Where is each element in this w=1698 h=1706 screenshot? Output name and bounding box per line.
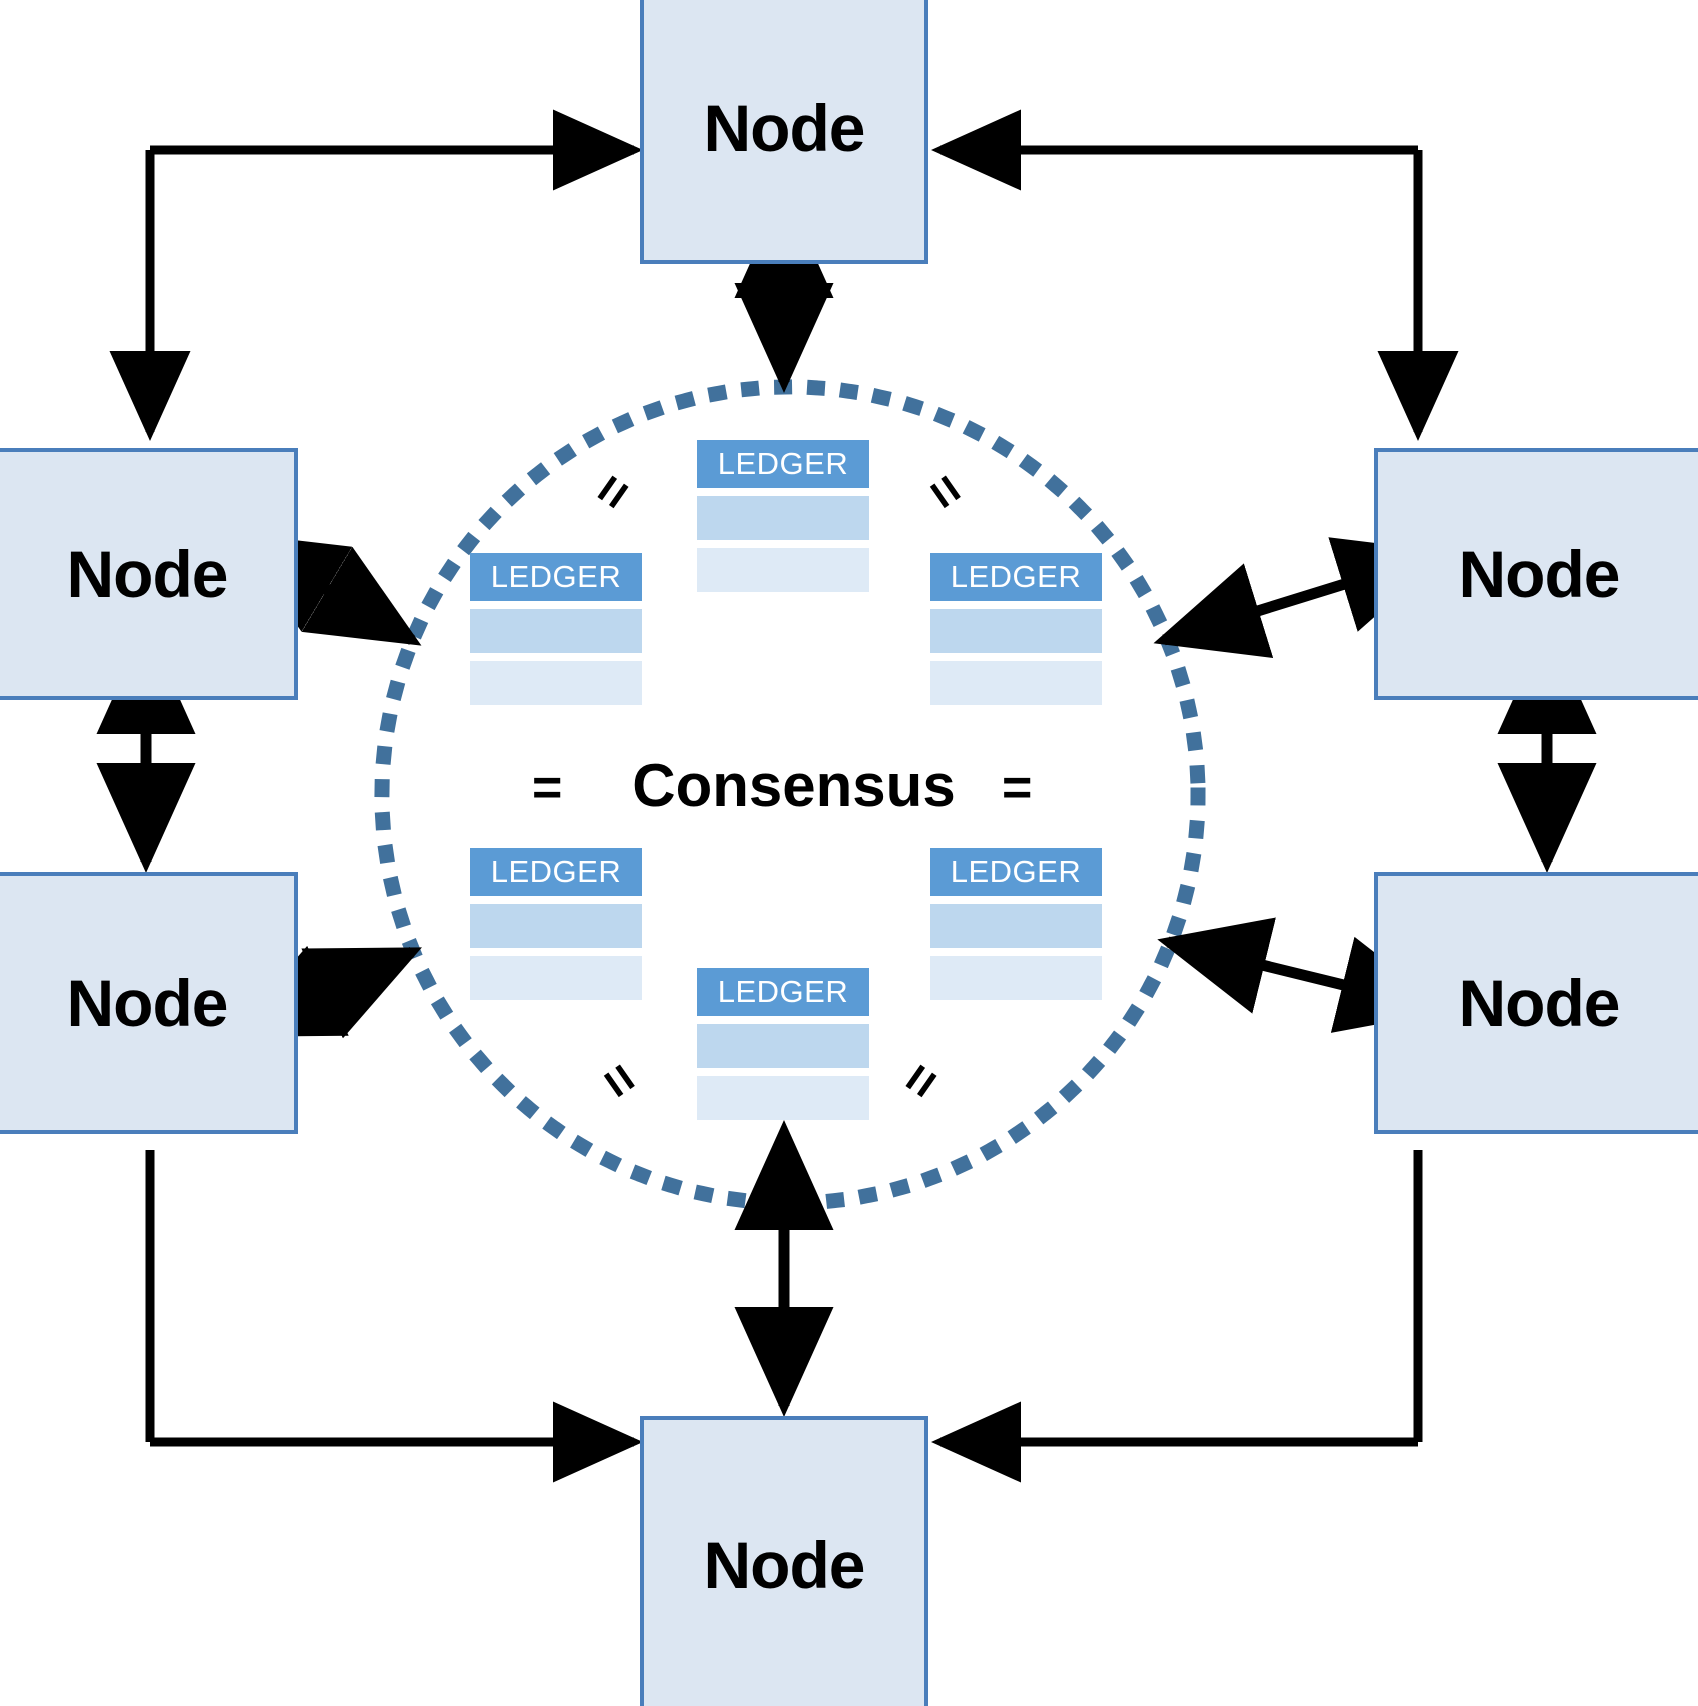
ledger-row	[697, 548, 869, 592]
ledger-card-right-upper[interactable]: LEDGER	[930, 553, 1102, 705]
ledger-row	[930, 609, 1102, 653]
ledger-row	[470, 609, 642, 653]
equals-mark-mid-left: =	[532, 759, 563, 817]
consensus-label: Consensus	[632, 752, 956, 819]
equals-mark-mid-right: =	[1002, 759, 1033, 817]
ledger-header: LEDGER	[930, 553, 1102, 601]
ledger-row	[697, 496, 869, 540]
node-right-lower-label: Node	[1458, 966, 1621, 1040]
ledger-row	[930, 956, 1102, 1000]
node-top[interactable]: Node	[640, 0, 928, 264]
arrow-right2-consensus	[1157, 917, 1450, 1033]
equals-mark-bottom-left: =	[586, 1051, 652, 1111]
ledger-row	[470, 956, 642, 1000]
ledger-card-right-lower[interactable]: LEDGER	[930, 848, 1102, 1000]
equals-mark-bottom-right: =	[888, 1051, 954, 1111]
ledger-card-top[interactable]: LEDGER	[697, 440, 869, 592]
ledger-header: LEDGER	[470, 848, 642, 896]
node-left-lower[interactable]: Node	[0, 872, 298, 1134]
node-bottom[interactable]: Node	[640, 1416, 928, 1706]
ledger-row	[930, 661, 1102, 705]
node-right-upper[interactable]: Node	[1374, 448, 1698, 700]
arrow-left1-consensus	[232, 532, 422, 646]
ledger-card-left-upper[interactable]: LEDGER	[470, 553, 642, 705]
ledger-card-left-lower[interactable]: LEDGER	[470, 848, 642, 1000]
ledger-row	[470, 661, 642, 705]
ledger-header: LEDGER	[470, 553, 642, 601]
node-right-upper-label: Node	[1458, 537, 1621, 611]
equals-mark-top-right: =	[912, 462, 978, 522]
node-top-label: Node	[703, 91, 866, 165]
ledger-row	[470, 904, 642, 948]
node-right-lower[interactable]: Node	[1374, 872, 1698, 1134]
node-left-upper-label: Node	[66, 537, 229, 611]
ledger-row	[697, 1076, 869, 1120]
node-left-upper[interactable]: Node	[0, 448, 298, 700]
ledger-header: LEDGER	[697, 440, 869, 488]
node-bottom-label: Node	[703, 1528, 866, 1602]
arrow-right1-consensus	[1153, 537, 1449, 658]
ledger-row	[697, 1024, 869, 1068]
ledger-row	[930, 904, 1102, 948]
ledger-header: LEDGER	[697, 968, 869, 1016]
node-left-lower-label: Node	[66, 966, 229, 1040]
ledger-header: LEDGER	[930, 848, 1102, 896]
arrow-left2-consensus	[228, 945, 422, 1039]
equals-mark-top-left: =	[580, 462, 646, 522]
ledger-card-bottom[interactable]: LEDGER	[697, 968, 869, 1120]
